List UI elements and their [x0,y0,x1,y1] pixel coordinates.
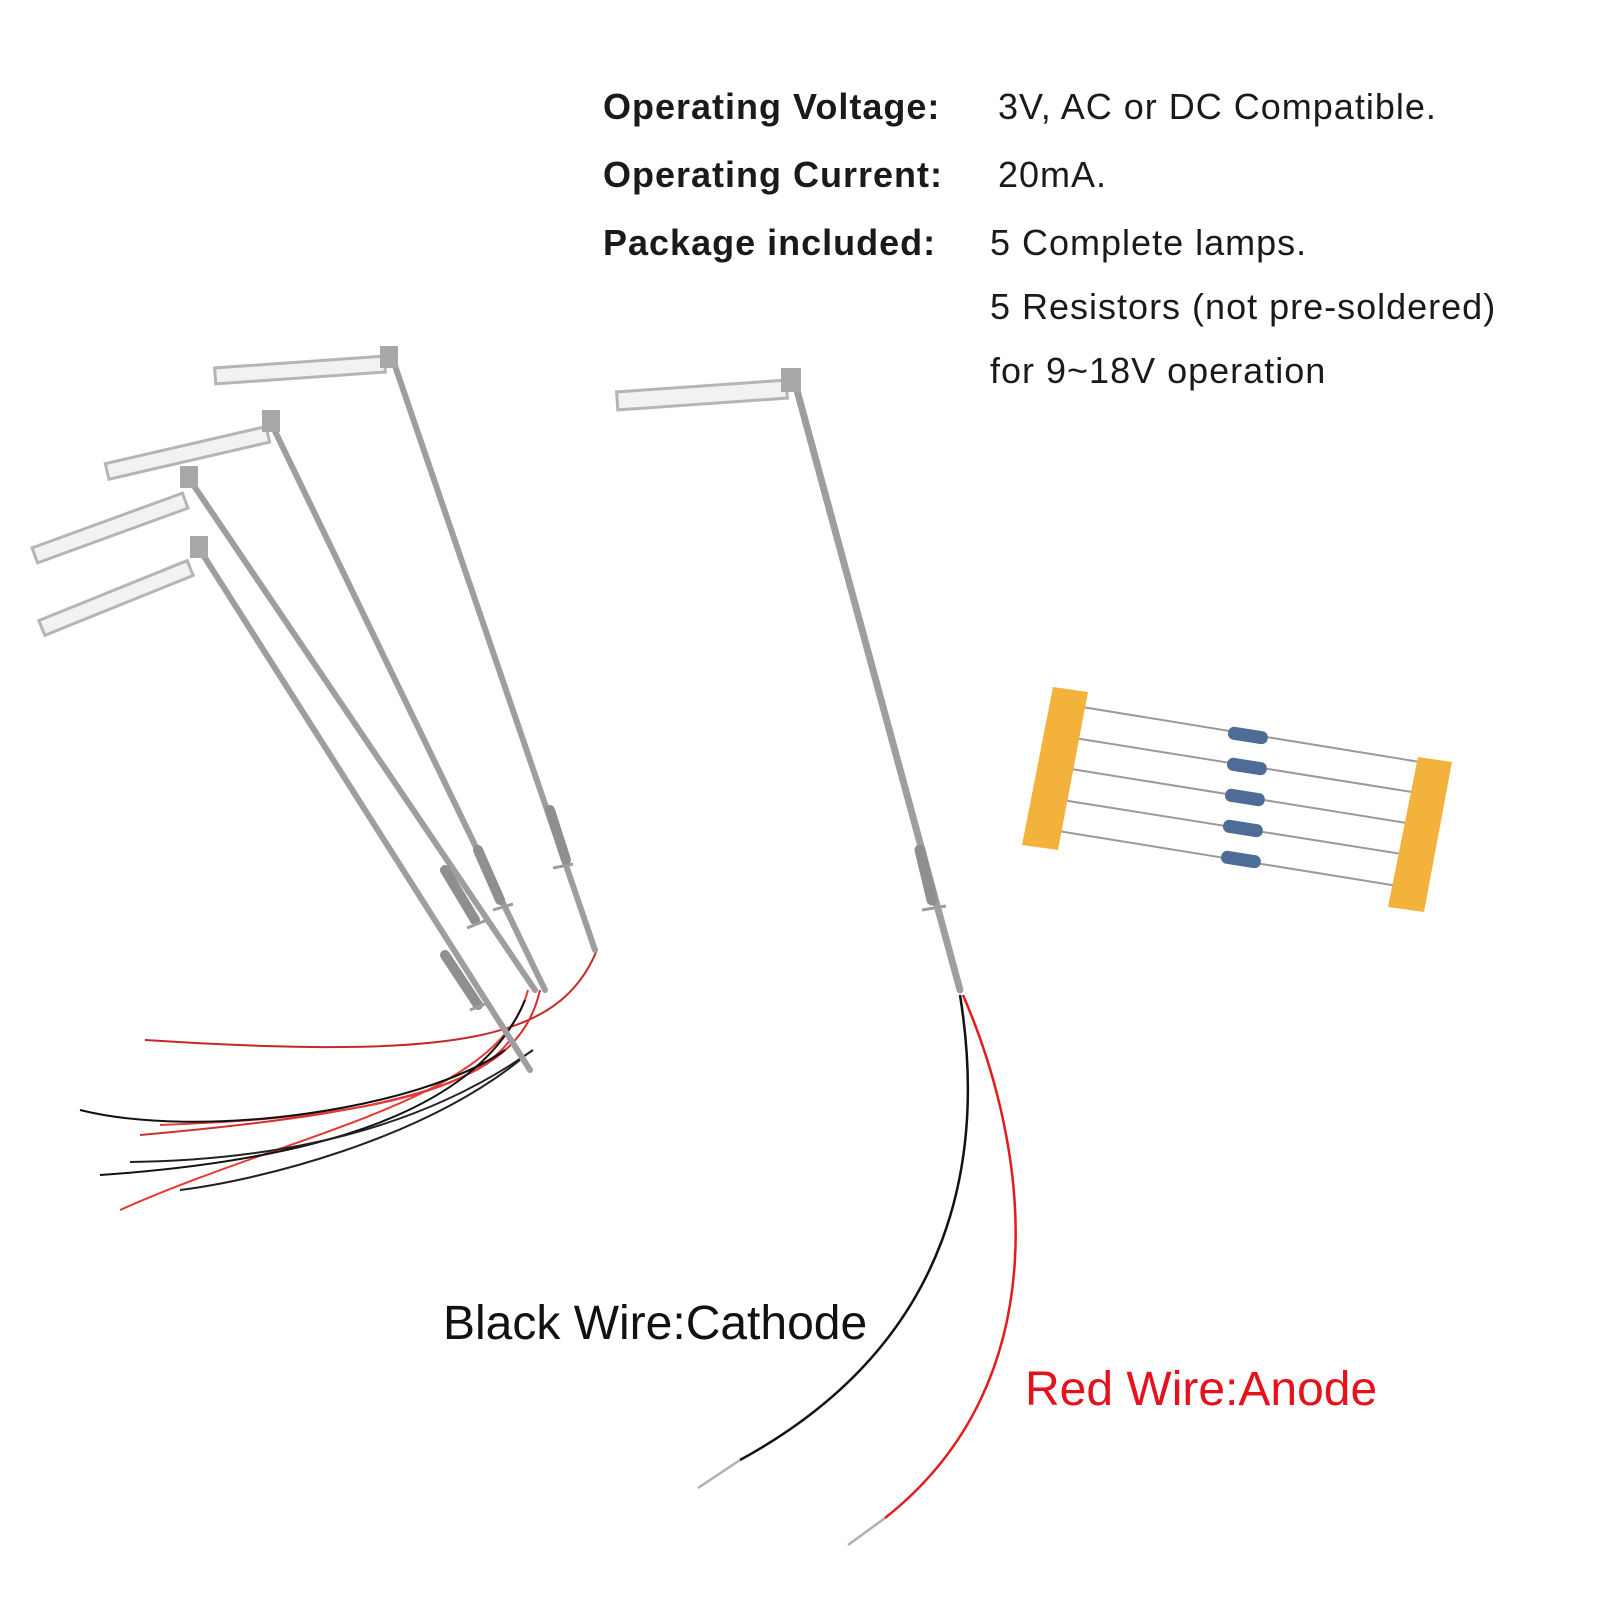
bundle-red-wire [144,949,598,1049]
lamp [36,536,533,1073]
package-line2: 5 Resistors (not pre-soldered) [990,286,1497,327]
spec-voltage: Operating Voltage: 3V, AC or DC Compatib… [603,86,1436,128]
lamp-group-left [30,346,598,1073]
bundle-red-wire [119,989,529,1211]
tape-left [1022,687,1088,850]
lamp [30,466,538,993]
bundle-black-wire [129,1049,534,1163]
resistor-strip [1022,687,1452,912]
red-wire-label: Red Wire:Anode [1025,1363,1378,1416]
spec-package: Package included: 5 Complete lamps. [603,222,1306,264]
voltage-label: Operating Voltage: [603,86,941,127]
spec-current: Operating Current: 20mA. [603,154,1106,196]
lamp [213,346,598,953]
voltage-value: 3V, AC or DC Compatible. [998,86,1437,127]
wire-bare-end [847,1516,886,1547]
package-line3: for 9~18V operation [990,350,1327,391]
current-value: 20mA. [998,154,1108,195]
package-label: Package included: [603,222,937,263]
bundle-black-wire [79,1049,506,1123]
tape-right [1388,757,1452,912]
black-wire-label: Black Wire:Cathode [443,1297,868,1350]
package-line1: 5 Complete lamps. [990,222,1308,263]
lamp [103,410,548,993]
lamp-single-right [614,368,1017,1547]
black-wire [739,994,970,1462]
lamp-flanges [466,862,574,1012]
resistors [1221,726,1268,869]
current-label: Operating Current: [603,154,944,195]
lamp-bundle-wires [79,949,598,1211]
bundle-black-wire [99,999,526,1176]
bundle-black-wire [179,1059,521,1191]
bundle-red-wire [159,1039,511,1126]
wire-bare-end [697,1458,741,1490]
red-wire [884,994,1017,1519]
